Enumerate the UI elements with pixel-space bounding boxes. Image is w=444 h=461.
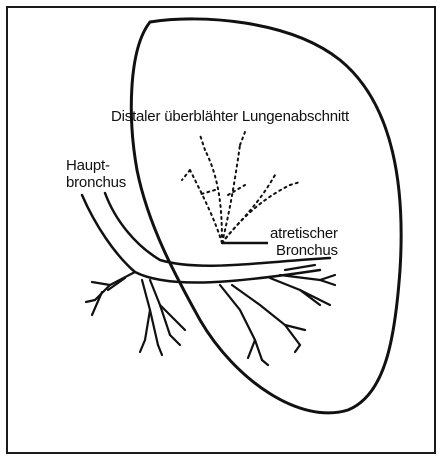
label-atretic-bronchus: atretischer Bronchus bbox=[270, 225, 338, 259]
label-main-bronchus-line1: Haupt- bbox=[66, 157, 126, 174]
label-main-bronchus: Haupt- bronchus bbox=[66, 157, 126, 191]
label-distal-segment: Distaler überblähter Lungenabschnitt bbox=[111, 108, 349, 125]
label-atretic-line1: atretischer bbox=[270, 225, 338, 242]
label-main-bronchus-line2: bronchus bbox=[66, 174, 126, 191]
lung-outline bbox=[131, 19, 401, 413]
label-atretic-line2: Bronchus bbox=[270, 242, 338, 259]
bronchial-branches-left bbox=[86, 272, 185, 355]
